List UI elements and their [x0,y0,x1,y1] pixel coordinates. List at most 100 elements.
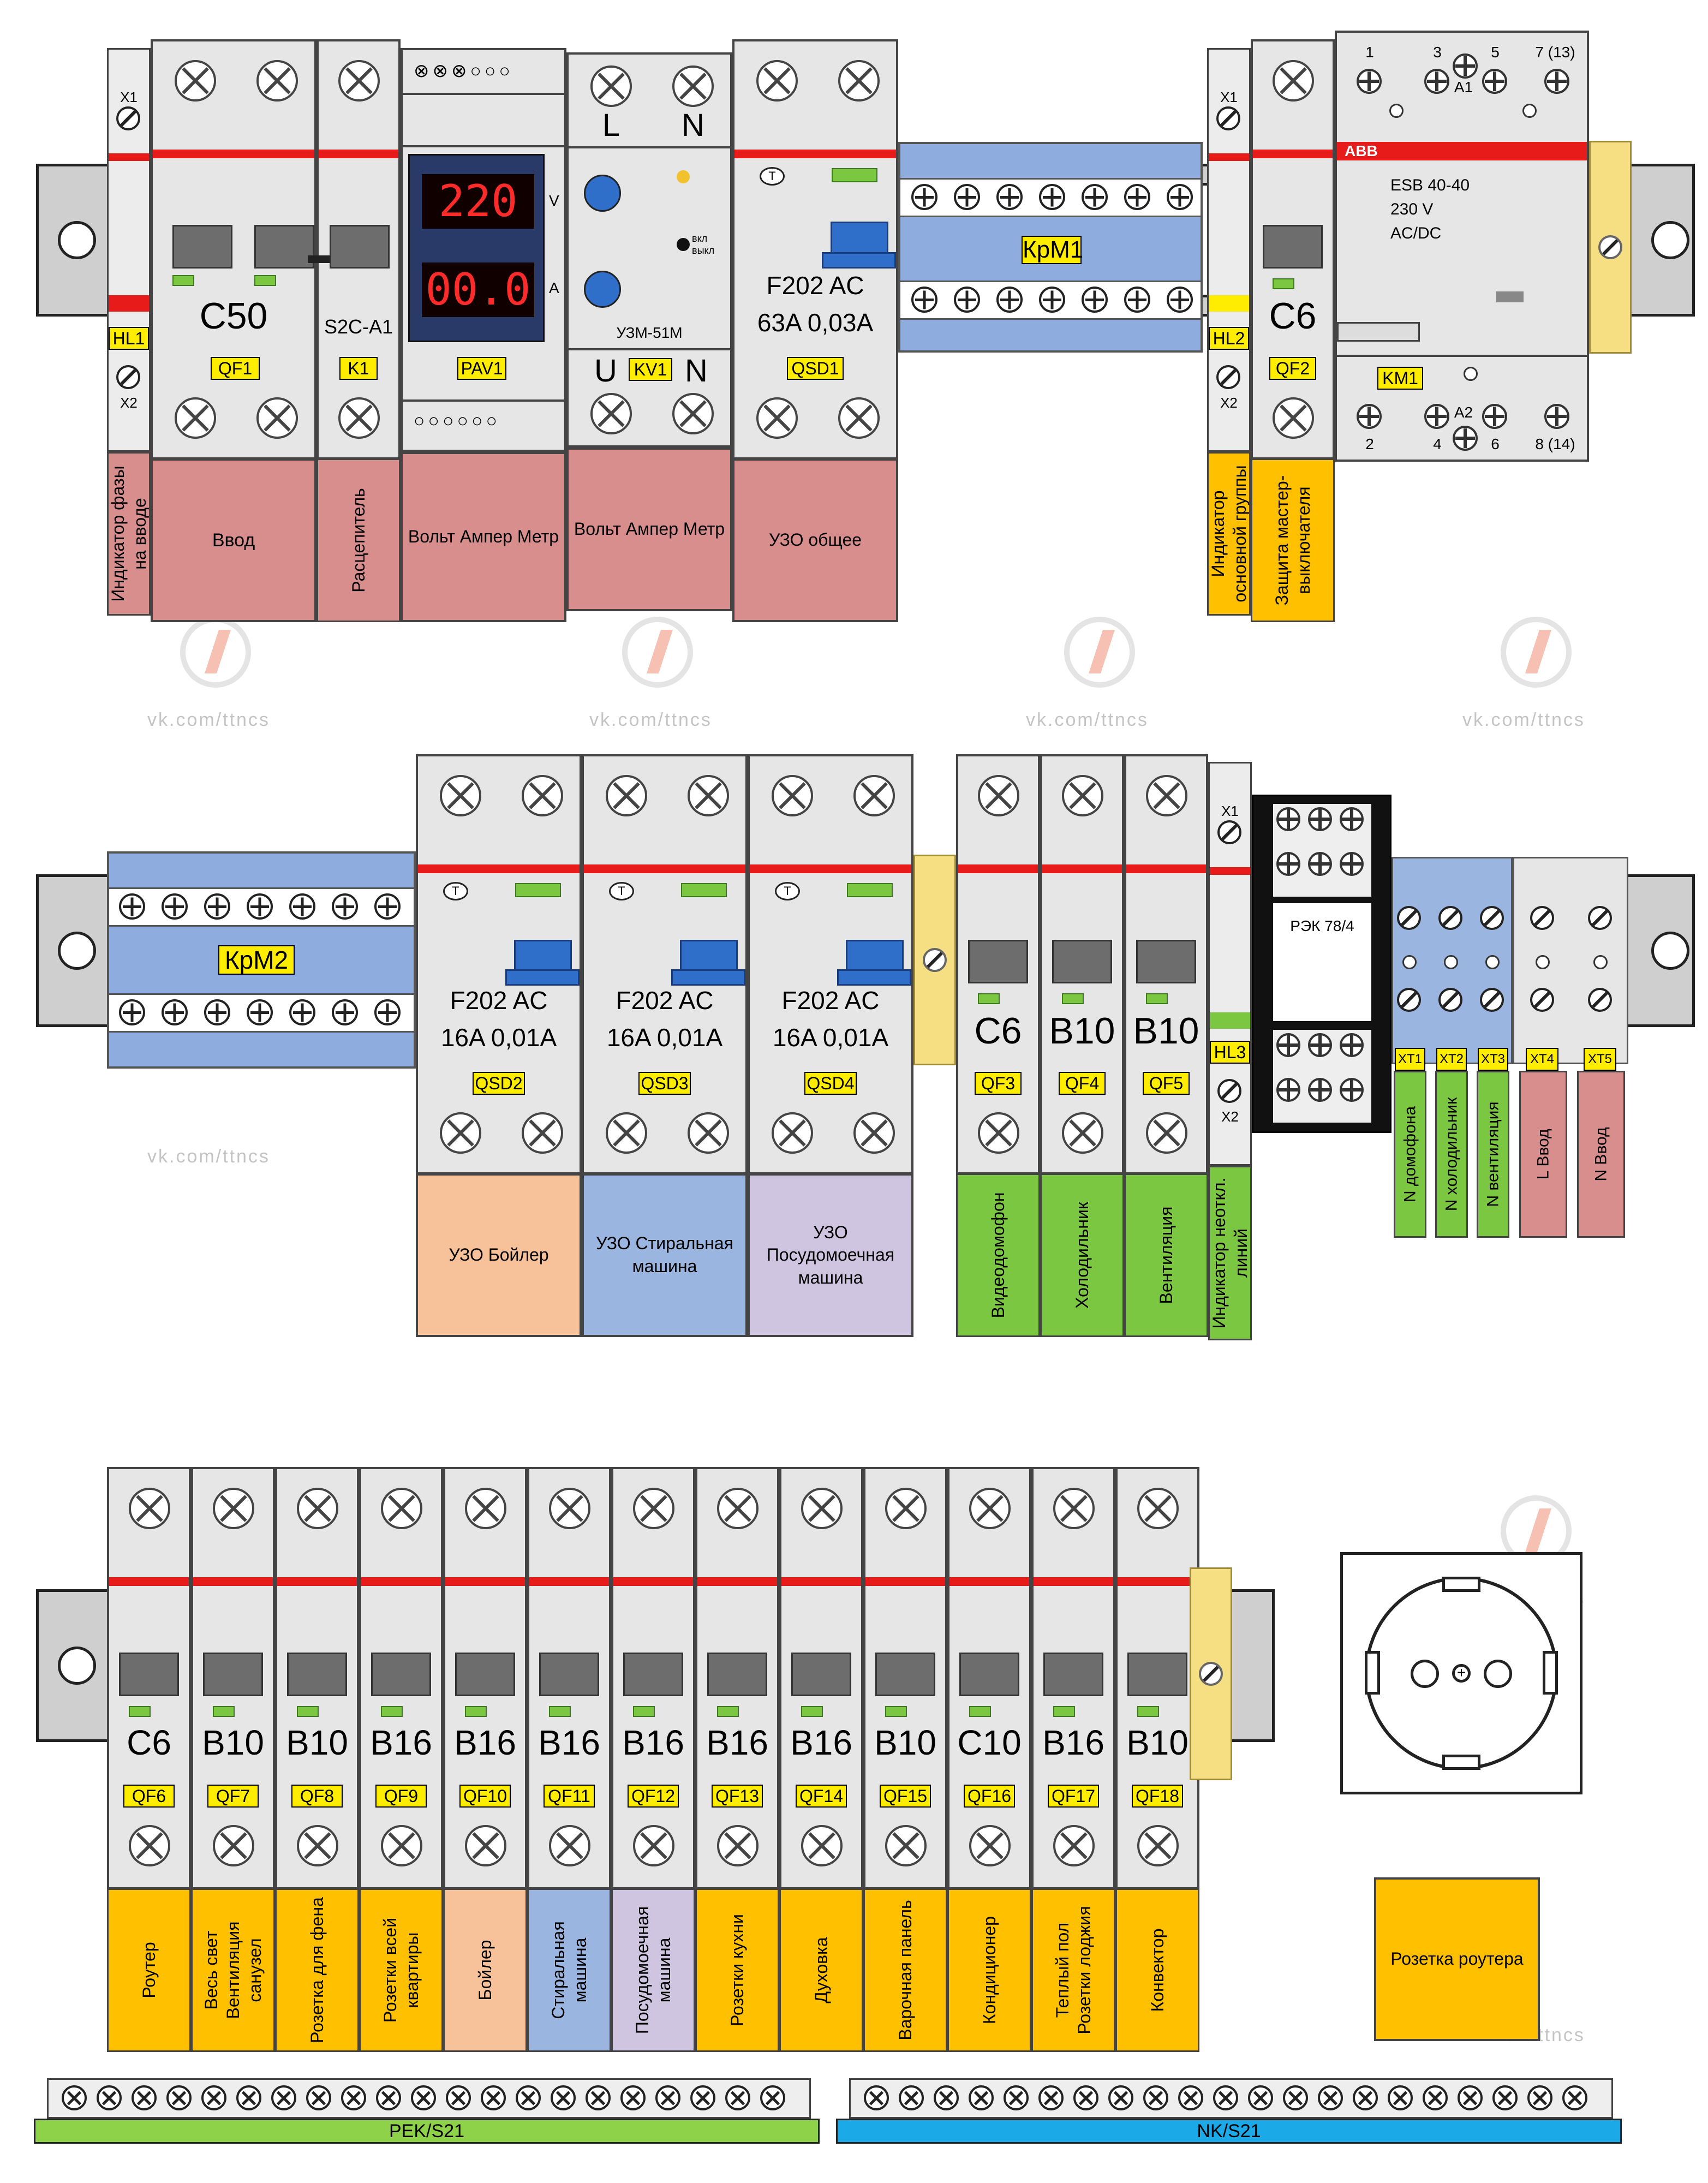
screw-icon[interactable] [213,1825,254,1866]
knob-icon[interactable] [584,175,621,212]
screw-icon[interactable] [1424,404,1449,429]
screw-icon[interactable] [590,393,632,434]
screw-icon[interactable] [1276,807,1300,831]
toggle-lever[interactable] [1127,1653,1187,1696]
screw-icon[interactable] [838,60,880,102]
screw-icon[interactable] [338,397,380,439]
screw-icon[interactable] [522,775,563,816]
screw-icon[interactable] [1424,69,1449,94]
screw-icon[interactable] [1137,1488,1179,1529]
busbar-screw-icon[interactable] [341,2085,366,2110]
rcd-lever[interactable] [514,940,572,973]
screw-icon[interactable] [801,1488,843,1529]
busbar-screw-icon[interactable] [1423,2085,1448,2110]
toggle-lever[interactable] [254,225,314,269]
screw-icon[interactable] [801,1825,843,1866]
test-button[interactable]: T [760,167,785,186]
screw-icon[interactable] [1340,1033,1364,1057]
knob-icon[interactable] [584,271,621,308]
toggle-lever[interactable] [203,1653,263,1696]
rcd-lever[interactable] [846,940,904,973]
rcd-lever[interactable] [680,940,738,973]
screw-icon[interactable] [440,775,481,816]
screw-icon[interactable] [1276,852,1300,876]
screw-icon[interactable] [606,1112,647,1154]
busbar-screw-icon[interactable] [1038,2085,1064,2110]
busbar-screw-icon[interactable] [1108,2085,1133,2110]
busbar-screw-icon[interactable] [586,2085,611,2110]
busbar-screw-icon[interactable] [725,2085,750,2110]
screw-icon[interactable] [1453,53,1478,79]
screw-icon[interactable] [1598,235,1622,259]
screw-icon[interactable] [1530,988,1554,1012]
screw-icon[interactable] [1588,988,1612,1012]
busbar-screw-icon[interactable] [411,2085,436,2110]
busbar-screw-icon[interactable] [1143,2085,1168,2110]
screw-icon[interactable] [1273,60,1314,102]
screw-icon[interactable] [1482,404,1507,429]
busbar-screw-icon[interactable] [1527,2085,1552,2110]
screw-icon[interactable] [381,1825,422,1866]
screw-icon[interactable] [1276,1033,1300,1057]
screw-icon[interactable] [1588,906,1612,930]
screw-icon[interactable] [549,1825,590,1866]
screw-icon[interactable] [978,775,1019,816]
busbar-screw-icon[interactable] [899,2085,924,2110]
screw-icon[interactable] [772,1112,813,1154]
screw-icon[interactable] [1530,906,1554,930]
toggle-lever[interactable] [119,1653,179,1696]
screw-icon[interactable] [923,948,947,972]
screw-icon[interactable] [1217,1079,1241,1103]
toggle-lever[interactable] [330,225,390,269]
busbar-screw-icon[interactable] [864,2085,889,2110]
screw-icon[interactable] [633,1488,674,1529]
screw-icon[interactable] [1216,106,1240,130]
busbar-screw-icon[interactable] [376,2085,401,2110]
screw-icon[interactable] [116,365,140,389]
screw-icon[interactable] [1544,404,1569,429]
screw-icon[interactable] [213,1488,254,1529]
screw-icon[interactable] [756,397,798,439]
busbar-screw-icon[interactable] [166,2085,192,2110]
busbar-screw-icon[interactable] [1213,2085,1238,2110]
screw-icon[interactable] [465,1488,506,1529]
screw-icon[interactable] [297,1825,338,1866]
busbar-screw-icon[interactable] [271,2085,296,2110]
busbar-screw-icon[interactable] [97,2085,122,2110]
screw-icon[interactable] [1276,1078,1300,1102]
screw-icon[interactable] [1397,906,1421,930]
busbar-screw-icon[interactable] [1492,2085,1518,2110]
screw-icon[interactable] [717,1488,759,1529]
screw-icon[interactable] [1062,1112,1103,1154]
screw-icon[interactable] [1480,906,1504,930]
test-button[interactable]: T [443,882,468,900]
screw-icon[interactable] [1308,807,1332,831]
busbar-screw-icon[interactable] [969,2085,994,2110]
screw-icon[interactable] [717,1825,759,1866]
screw-icon[interactable] [465,1825,506,1866]
screw-icon[interactable] [672,393,714,434]
screw-icon[interactable] [688,775,729,816]
screw-icon[interactable] [1146,1112,1187,1154]
screw-icon[interactable] [1438,988,1462,1012]
screw-icon[interactable] [381,1488,422,1529]
busbar-screw-icon[interactable] [132,2085,157,2110]
toggle-lever[interactable] [968,940,1028,983]
busbar-screw-icon[interactable] [1004,2085,1029,2110]
screw-icon[interactable] [338,60,380,102]
screw-icon[interactable] [1053,1488,1095,1529]
screw-icon[interactable] [522,1112,563,1154]
screw-icon[interactable] [1482,69,1507,94]
busbar-screw-icon[interactable] [1318,2085,1343,2110]
screw-icon[interactable] [129,1488,170,1529]
screw-icon[interactable] [175,397,216,439]
busbar-screw-icon[interactable] [446,2085,471,2110]
busbar-screw-icon[interactable] [934,2085,959,2110]
test-button[interactable]: T [609,882,634,900]
toggle-lever[interactable] [455,1653,515,1696]
toggle-lever[interactable] [172,225,232,269]
busbar-screw-icon[interactable] [1562,2085,1587,2110]
busbar-screw-icon[interactable] [481,2085,506,2110]
screw-icon[interactable] [1053,1825,1095,1866]
busbar-screw-icon[interactable] [516,2085,541,2110]
